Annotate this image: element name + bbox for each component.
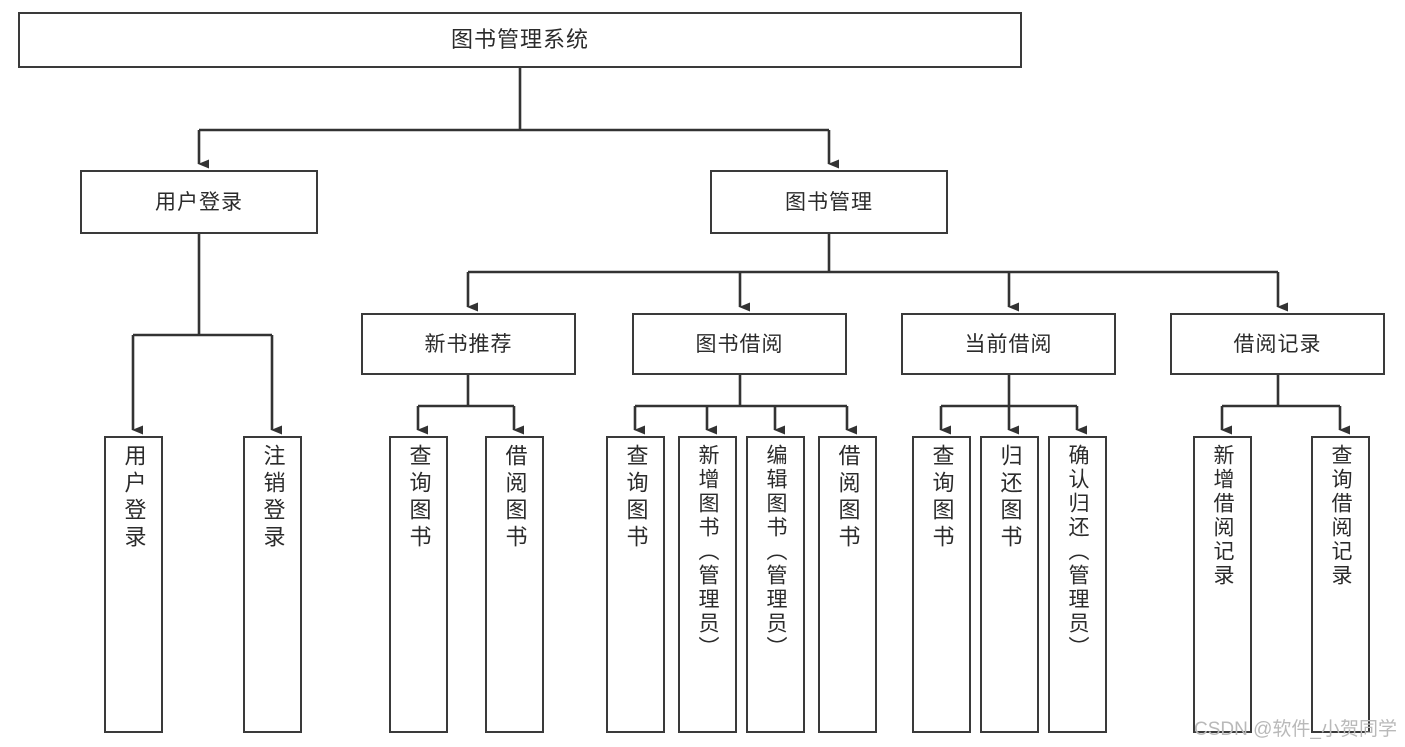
node-leaf-query-book-1[interactable]: 查询图书: [389, 436, 448, 733]
node-leaf-return-book-label: 归还图书: [997, 444, 1023, 552]
node-user-login-label: 用户登录: [155, 190, 243, 214]
node-leaf-return-book[interactable]: 归还图书: [980, 436, 1039, 733]
node-leaf-borrow-book-1-label: 借阅图书: [502, 444, 528, 552]
node-leaf-add-book[interactable]: 新增图书（管理员）: [678, 436, 737, 733]
node-leaf-query-book-3-label: 查询图书: [929, 444, 955, 552]
node-book-manage-label: 图书管理: [785, 190, 873, 214]
node-leaf-edit-book-label: 编辑图书（管理员）: [764, 444, 787, 660]
node-leaf-query-book-2[interactable]: 查询图书: [606, 436, 665, 733]
node-book-borrow-label: 图书借阅: [695, 332, 784, 356]
node-leaf-user-login-label: 用户登录: [121, 444, 147, 552]
node-leaf-logout-login-label: 注销登录: [260, 444, 286, 552]
node-book-borrow[interactable]: 图书借阅: [632, 313, 847, 375]
node-current-borrow[interactable]: 当前借阅: [901, 313, 1116, 375]
node-root-label: 图书管理系统: [450, 27, 589, 52]
node-leaf-borrow-book-1[interactable]: 借阅图书: [485, 436, 544, 733]
node-leaf-query-book-2-label: 查询图书: [623, 444, 649, 552]
node-leaf-confirm-return-label: 确认归还（管理员）: [1066, 444, 1089, 660]
node-borrow-record[interactable]: 借阅记录: [1170, 313, 1385, 375]
node-leaf-query-record-label: 查询借阅记录: [1329, 444, 1352, 588]
node-leaf-add-book-label: 新增图书（管理员）: [696, 444, 719, 660]
node-leaf-logout-login[interactable]: 注销登录: [243, 436, 302, 733]
node-new-book-recommend[interactable]: 新书推荐: [361, 313, 576, 375]
node-leaf-edit-book[interactable]: 编辑图书（管理员）: [746, 436, 805, 733]
node-book-manage[interactable]: 图书管理: [710, 170, 948, 234]
node-root[interactable]: 图书管理系统: [18, 12, 1022, 68]
node-leaf-query-record[interactable]: 查询借阅记录: [1311, 436, 1370, 733]
node-new-book-recommend-label: 新书推荐: [424, 332, 513, 356]
node-leaf-query-book-3[interactable]: 查询图书: [912, 436, 971, 733]
node-leaf-borrow-book-2-label: 借阅图书: [835, 444, 861, 552]
watermark-text: CSDN @软件_小贺同学: [1194, 719, 1397, 740]
node-borrow-record-label: 借阅记录: [1233, 332, 1322, 356]
node-user-login[interactable]: 用户登录: [80, 170, 318, 234]
node-leaf-confirm-return[interactable]: 确认归还（管理员）: [1048, 436, 1107, 733]
node-leaf-add-record-label: 新增借阅记录: [1211, 444, 1234, 588]
node-current-borrow-label: 当前借阅: [964, 332, 1053, 356]
node-leaf-user-login[interactable]: 用户登录: [104, 436, 163, 733]
node-leaf-query-book-1-label: 查询图书: [406, 444, 432, 552]
node-leaf-add-record[interactable]: 新增借阅记录: [1193, 436, 1252, 733]
node-leaf-borrow-book-2[interactable]: 借阅图书: [818, 436, 877, 733]
